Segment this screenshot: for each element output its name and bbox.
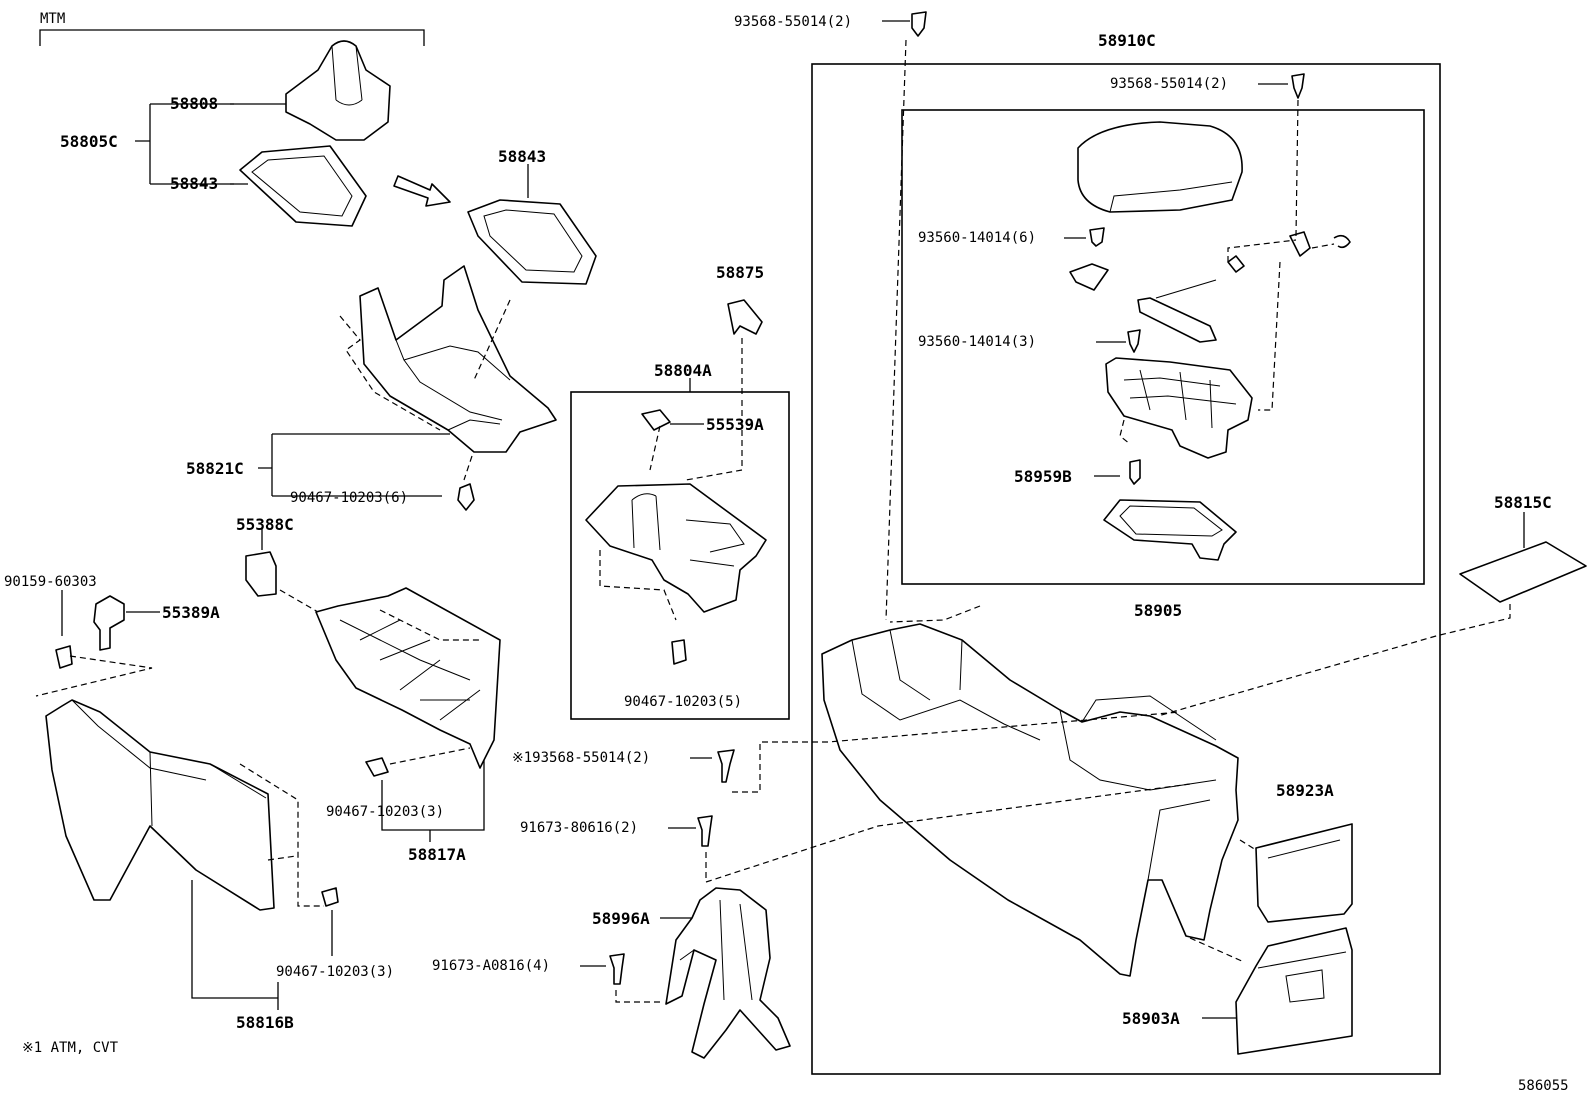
cup-holder-box-58804a: 58804A 55539A 90467-10203(5) <box>570 361 790 720</box>
upper-panel-58821c <box>339 265 557 481</box>
label-58903a: 58903A <box>1122 1009 1180 1028</box>
label-58817a: 58817A <box>408 845 466 864</box>
callout-58805c: 58808 58805C 58843 <box>60 94 286 193</box>
diagram-id: 586055 <box>1518 1078 1569 1094</box>
tray-58959b: 58959B <box>1014 459 1237 561</box>
hinge-parts: 93560-14014(6) <box>918 227 1351 411</box>
callout-58821c: 58821C 90467-10203(6) <box>186 433 475 511</box>
part-58875: 58875 <box>716 263 764 398</box>
bezel-58843: 58843 <box>467 147 597 285</box>
arrow-icon <box>393 175 451 207</box>
bolt-193568: ※193568-55014(2) <box>512 711 1181 793</box>
top-bolt-93568: 93568-55014(2) <box>734 11 927 621</box>
label-58843-kit: 58843 <box>170 174 218 193</box>
label-58821c: 58821C <box>186 459 244 478</box>
label-193568: ※193568-55014(2) <box>512 750 650 766</box>
mtm-label: MTM <box>40 11 65 27</box>
bracket-55389a: 55389A 90159-60303 <box>4 574 220 697</box>
label-58910c: 58910C <box>1098 31 1156 50</box>
label-90467-3b: 90467-10203(3) <box>276 964 394 980</box>
label-93568-in: 93568-55014(2) <box>1110 76 1228 92</box>
armrest-lid <box>1077 121 1243 213</box>
side-panel-58816b: 90467-10203(3) 58816B <box>45 699 394 1032</box>
label-58959b: 58959B <box>1014 467 1072 486</box>
label-90159: 90159-60303 <box>4 574 97 590</box>
mtm-bracket: MTM <box>39 11 425 46</box>
bracket-58996a: 58996A 91673-A0816(4) <box>432 887 791 1059</box>
cover-58923a: 58923A <box>1239 781 1353 923</box>
label-93560-3: 93560-14014(3) <box>918 334 1036 350</box>
label-93568-top: 93568-55014(2) <box>734 14 852 30</box>
label-90467-5: 90467-10203(5) <box>624 694 742 710</box>
console-box-58910c: 58910C <box>811 31 1441 1075</box>
rear-panel-58903a: 58903A <box>1122 927 1353 1055</box>
inner-bolt-93568: 93568-55014(2) <box>1110 73 1305 237</box>
mat-58815c: 58815C <box>1157 493 1587 717</box>
label-58996a: 58996A <box>592 909 650 928</box>
console-body <box>821 605 1239 977</box>
label-55389a: 55389A <box>162 603 220 622</box>
label-90467-3a: 90467-10203(3) <box>326 804 444 820</box>
label-58875: 58875 <box>716 263 764 282</box>
footnote: ※1 ATM, CVT <box>22 1040 119 1056</box>
bezel-58843-kit <box>239 145 367 227</box>
label-91673-80616: 91673-80616(2) <box>520 820 638 836</box>
label-91673-a0816: 91673-A0816(4) <box>432 958 550 974</box>
label-58816b: 58816B <box>236 1013 294 1032</box>
label-90467-6: 90467-10203(6) <box>290 490 408 506</box>
label-58805c: 58805C <box>60 132 118 151</box>
clip-55388c: 55388C <box>236 515 319 613</box>
label-58843: 58843 <box>498 147 546 166</box>
label-58808: 58808 <box>170 94 218 113</box>
shift-boot-58808 <box>285 40 391 141</box>
side-panel-58817a: 90467-10203(3) 58817A <box>315 587 501 864</box>
armrest-box-58905: 58905 <box>901 109 1425 620</box>
label-93560-6: 93560-14014(6) <box>918 230 1036 246</box>
label-58905: 58905 <box>1134 601 1182 620</box>
label-55388c: 55388C <box>236 515 294 534</box>
label-58815c: 58815C <box>1494 493 1552 512</box>
bolt-91673-80616: 91673-80616(2) <box>520 783 1191 883</box>
armrest-base: 93560-14014(3) <box>918 329 1253 459</box>
label-55539a: 55539A <box>706 415 764 434</box>
label-58804a: 58804A <box>654 361 712 380</box>
label-58923a: 58923A <box>1276 781 1334 800</box>
